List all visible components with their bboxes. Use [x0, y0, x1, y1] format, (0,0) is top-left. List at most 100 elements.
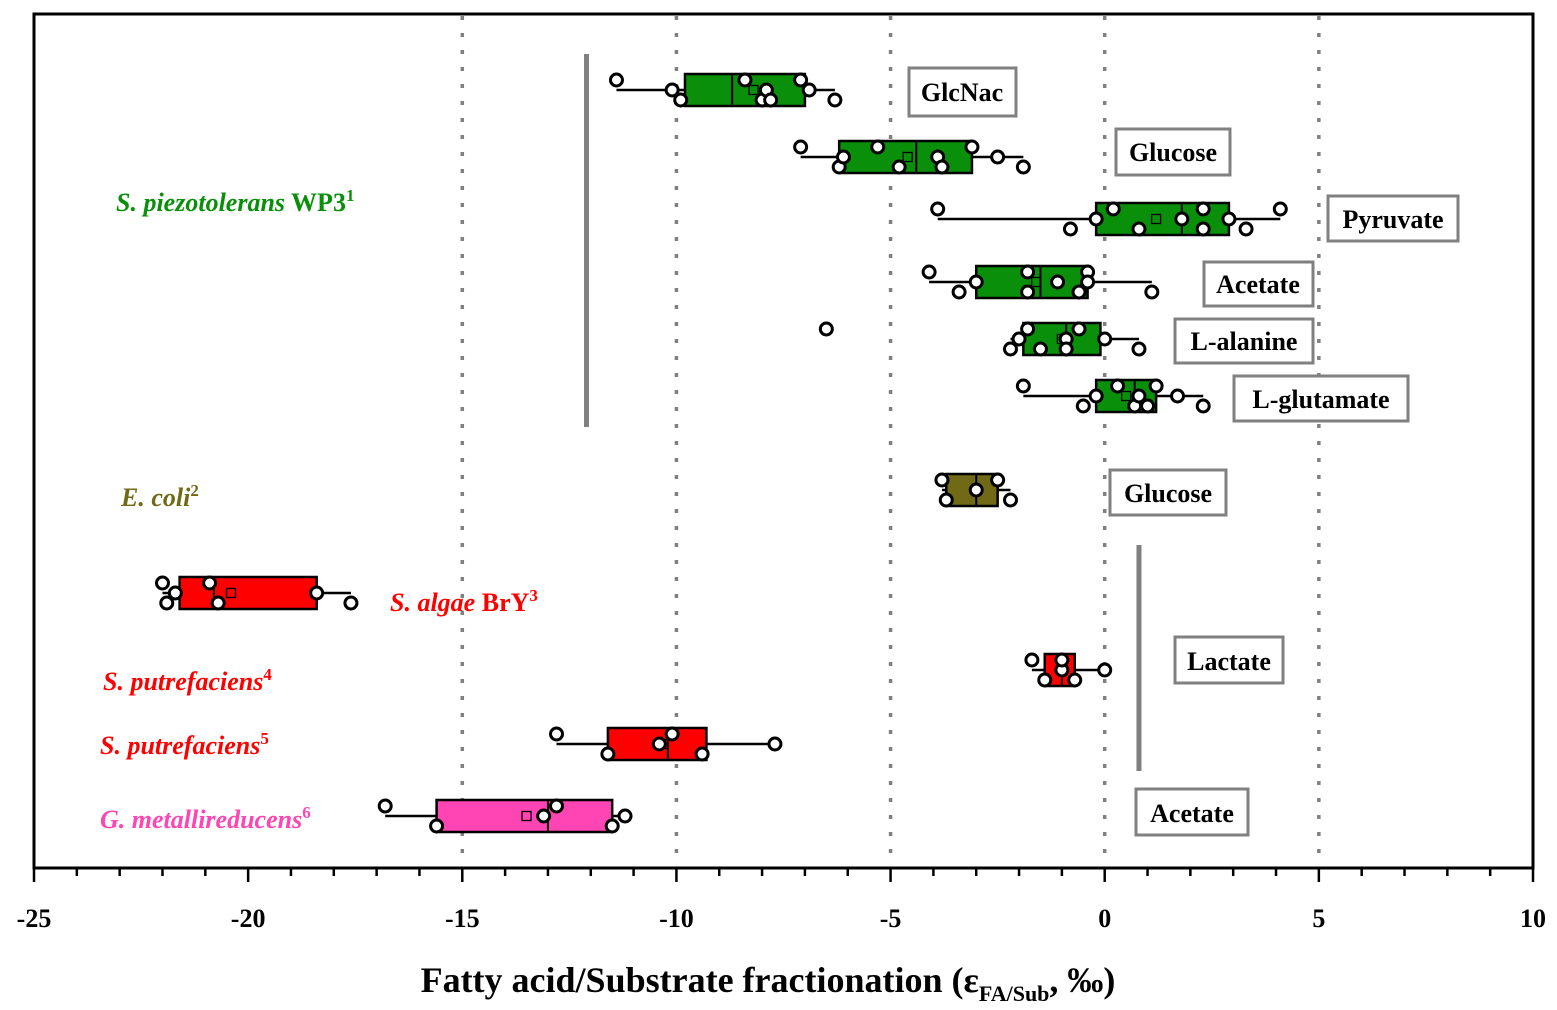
data-point: [600, 746, 616, 762]
data-point: [159, 595, 175, 611]
substrate-text: GlcNac: [921, 78, 1003, 107]
substrate-label: GlcNac: [907, 66, 1018, 118]
data-point: [1110, 378, 1126, 394]
tick-label: -10: [659, 904, 694, 933]
data-point: [1080, 274, 1096, 290]
data-point: [964, 139, 980, 155]
box-plot: [377, 798, 633, 834]
substrate-text: L-alanine: [1191, 327, 1298, 356]
mean-marker: [902, 151, 913, 163]
box-plot: [934, 472, 1018, 508]
data-point: [1195, 221, 1211, 237]
data-point: [767, 736, 783, 752]
organism-name: S. piezotolerans: [116, 188, 285, 217]
data-point: [1105, 201, 1121, 217]
data-point: [1174, 211, 1190, 227]
x-axis-title-main: Fatty acid/Substrate fractionation (ε: [421, 960, 979, 1000]
data-point: [167, 585, 183, 601]
mean-marker: [748, 84, 759, 96]
data-point: [154, 575, 170, 591]
data-point: [1097, 662, 1113, 678]
data-point: [1071, 284, 1087, 300]
substrate-label: Glucose: [1108, 468, 1228, 517]
organism-label: S. putrefaciens4: [103, 665, 272, 696]
substrate-label: Pyruvate: [1326, 194, 1460, 243]
data-point: [990, 149, 1006, 165]
data-point: [1015, 378, 1031, 394]
organism-label: S. algae BrY3: [390, 586, 538, 617]
box-plot: [1024, 652, 1113, 688]
reference-lines: [460, 16, 1321, 866]
mean-marker: [1150, 213, 1162, 225]
data-point: [694, 746, 710, 762]
data-point: [673, 92, 689, 108]
substrate-label: Lactate: [1173, 635, 1285, 685]
substrate-label: L-glutamate: [1232, 374, 1410, 423]
data-point: [818, 321, 834, 337]
data-point: [1144, 284, 1160, 300]
box-plot: [921, 264, 1160, 300]
organism-suffix: WP3: [285, 188, 346, 217]
organism-name: E. coli: [120, 483, 191, 512]
substrate-label: L-alanine: [1173, 317, 1315, 365]
tick-label: 5: [1312, 904, 1325, 933]
tick-label: 10: [1520, 904, 1546, 933]
data-point: [604, 818, 620, 834]
data-point: [608, 72, 624, 88]
tick-label: -5: [880, 904, 902, 933]
data-point: [1088, 211, 1104, 227]
organism-name: S. putrefaciens: [100, 731, 260, 760]
organism-ref: 2: [190, 481, 199, 500]
organism-ref: 1: [346, 186, 355, 205]
data-point: [763, 92, 779, 108]
data-point: [617, 808, 633, 824]
organism-suffix: BrY: [475, 588, 529, 617]
organism-ref: 6: [302, 803, 311, 822]
organism-label: S. piezotolerans WP31: [116, 186, 354, 217]
data-point: [377, 798, 393, 814]
data-point: [210, 595, 226, 611]
data-point: [1062, 221, 1078, 237]
data-point: [827, 92, 843, 108]
data-point: [938, 492, 954, 508]
tick-label: 0: [1098, 904, 1111, 933]
substrate-text: Pyruvate: [1342, 205, 1443, 234]
mean-marker: [225, 587, 237, 599]
data-point: [1238, 221, 1254, 237]
data-point: [1131, 221, 1147, 237]
mean-marker: [521, 810, 532, 822]
substrate-text: Glucose: [1124, 479, 1212, 508]
box-plot: [930, 201, 1288, 237]
organism-label: S. putrefaciens5: [100, 729, 269, 760]
data-point: [1140, 398, 1156, 414]
data-point: [1002, 341, 1018, 357]
box-plot: [154, 575, 359, 611]
box-plot: [793, 139, 1031, 175]
data-point: [429, 818, 445, 834]
substrate-text: Glucose: [1129, 138, 1217, 167]
substrate-label: Glucose: [1114, 127, 1232, 177]
box: [435, 798, 614, 834]
substrate-label: Acetate: [1202, 260, 1315, 308]
box-plot: [608, 72, 843, 108]
data-point: [968, 482, 984, 498]
data-point: [835, 149, 851, 165]
organism-name: G. metallireducens: [100, 805, 302, 834]
tick-label: -15: [445, 904, 480, 933]
organism-name: S. algae: [390, 588, 475, 617]
substrate-text: Lactate: [1187, 647, 1271, 676]
organism-ref: 5: [260, 729, 269, 748]
data-point: [1002, 492, 1018, 508]
substrate-label: Acetate: [1134, 787, 1250, 837]
tick-label: -25: [17, 904, 52, 933]
data-point: [801, 82, 817, 98]
data-point: [1050, 274, 1066, 290]
data-point: [1071, 321, 1087, 337]
data-point: [1221, 211, 1237, 227]
plot-frame: [32, 12, 1535, 870]
x-axis-title-sub: FA/Sub: [979, 981, 1050, 1006]
box-plots: [154, 72, 1288, 834]
box-plot: [549, 726, 783, 762]
data-point: [309, 585, 325, 601]
